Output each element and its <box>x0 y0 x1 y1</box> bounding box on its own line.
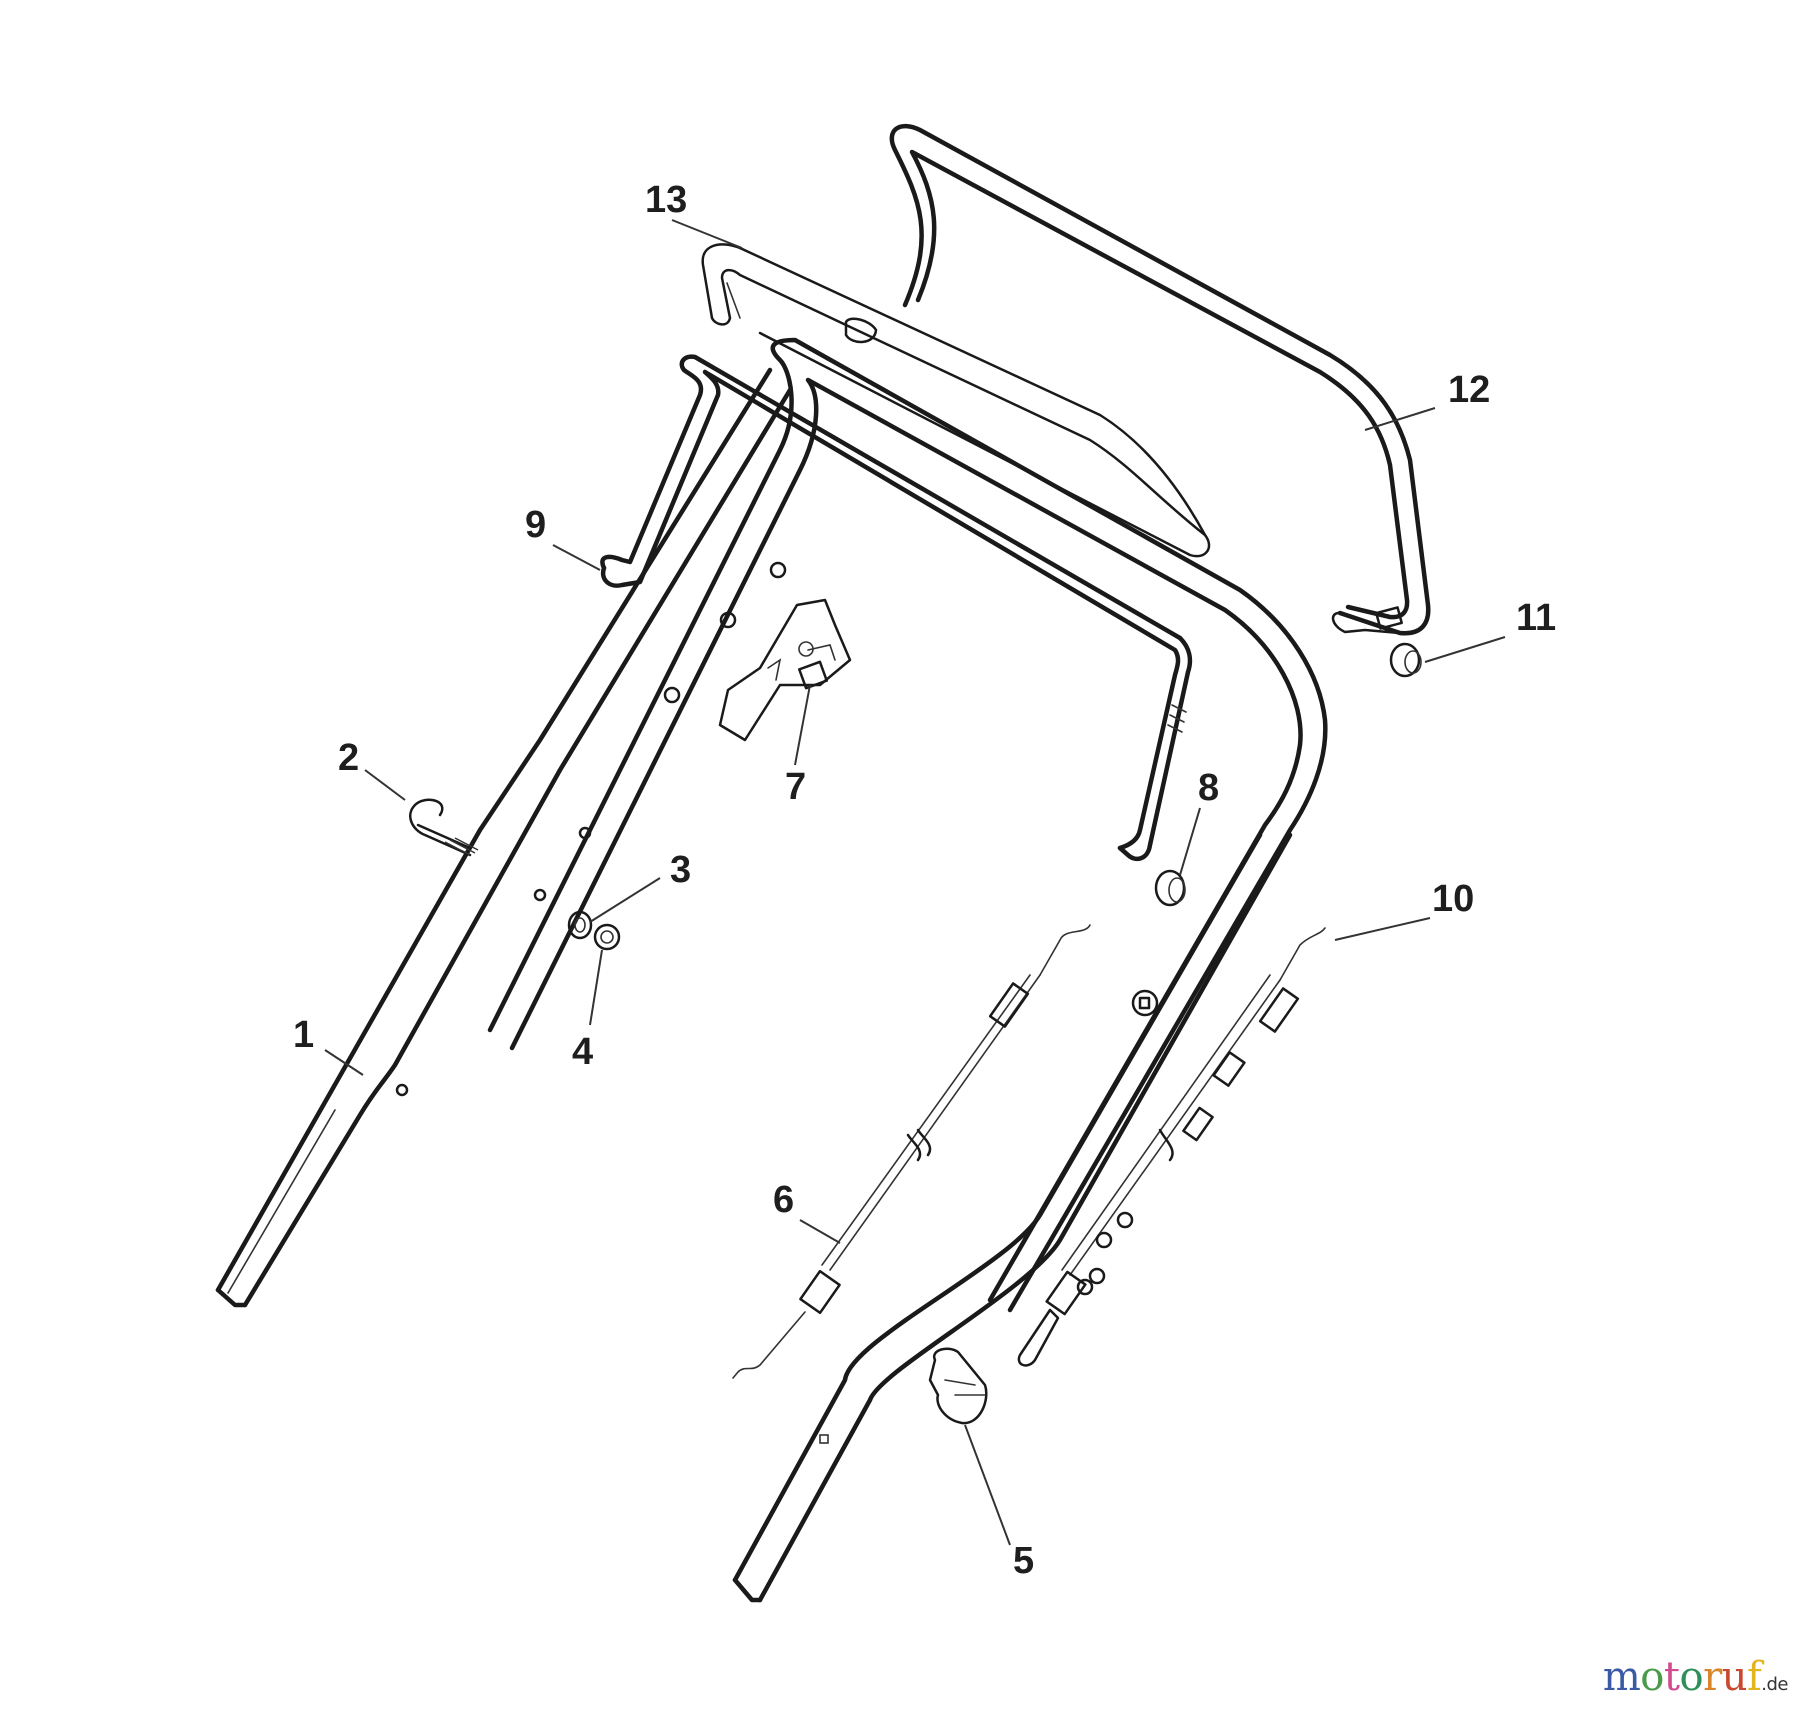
callout-labels: 1 2 3 4 5 6 7 8 9 10 11 12 13 <box>293 179 1556 1582</box>
bushing-8-part <box>1154 869 1186 907</box>
callout-4: 4 <box>572 1031 593 1073</box>
watermark-letter: o <box>1679 1654 1704 1700</box>
callout-8: 8 <box>1198 767 1219 809</box>
watermark-letter: r <box>1703 1654 1722 1700</box>
watermark-suffix: .de <box>1761 1674 1788 1695</box>
leader-lines <box>324 219 1506 1546</box>
watermark-letter: t <box>1663 1654 1680 1700</box>
hook-bolt-part <box>409 798 479 857</box>
callout-6: 6 <box>773 1179 794 1221</box>
switch-box-part <box>718 598 852 742</box>
watermark-letter: f <box>1746 1654 1762 1700</box>
cable-clip-part <box>928 1347 988 1425</box>
watermark-letter: m <box>1602 1654 1641 1700</box>
callout-5: 5 <box>1013 1540 1034 1582</box>
callout-3: 3 <box>670 849 691 891</box>
callout-12: 12 <box>1448 369 1490 411</box>
washer-part <box>567 910 593 940</box>
brake-lever-part <box>889 123 1431 636</box>
upper-handle-frame-part <box>487 337 1328 1313</box>
grip-cover-part <box>701 243 1211 558</box>
drive-lever-part <box>600 354 1193 862</box>
callout-10: 10 <box>1432 878 1474 920</box>
callout-11: 11 <box>1516 597 1556 639</box>
drive-cable-part <box>732 924 1091 1379</box>
nut-part <box>593 923 621 951</box>
callout-13: 13 <box>645 179 687 221</box>
lower-right-handle-part <box>732 832 1293 1603</box>
lower-left-handle-part <box>215 367 793 1308</box>
motoruf-watermark: motoruf.de <box>1602 1654 1789 1700</box>
bushing-11-part <box>1389 642 1422 678</box>
callout-1: 1 <box>293 1014 314 1056</box>
watermark-letter: u <box>1721 1654 1748 1700</box>
callout-9: 9 <box>525 504 546 546</box>
callout-7: 7 <box>785 766 806 808</box>
callout-2: 2 <box>338 737 359 779</box>
watermark-letter: o <box>1640 1654 1664 1700</box>
brake-cable-part <box>1017 927 1326 1367</box>
